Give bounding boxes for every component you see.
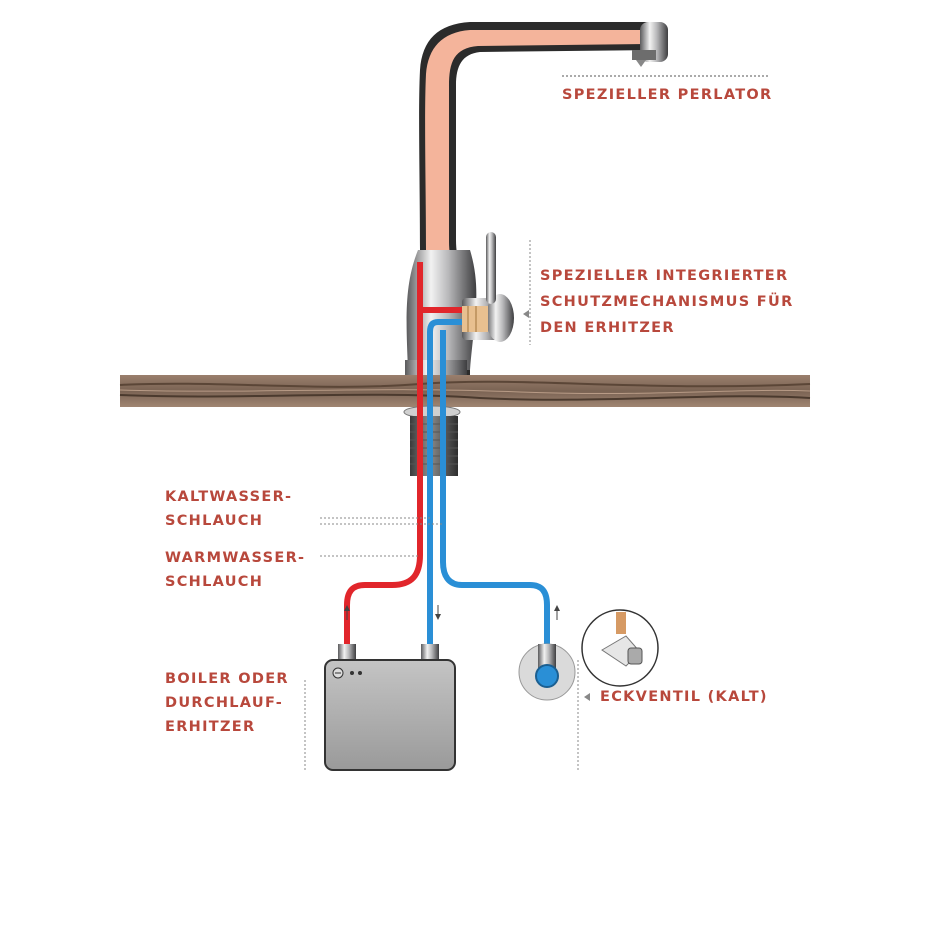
hose-leader-lines bbox=[320, 517, 443, 557]
label-protection-mechanism: SPEZIELLER INTEGRIERTER SCHUTZMECHANISMU… bbox=[540, 263, 794, 341]
label-line: SPEZIELLER INTEGRIERTER bbox=[540, 268, 789, 284]
label-angle-valve: ECKVENTIL (KALT) bbox=[600, 685, 768, 709]
countertop bbox=[119, 375, 811, 407]
cold-water-hose bbox=[427, 319, 462, 648]
arrow-up-icon bbox=[554, 605, 560, 620]
label-line: WARMWASSER- bbox=[165, 550, 306, 566]
angle-valve bbox=[518, 609, 659, 770]
cold-supply-hose bbox=[440, 330, 550, 648]
arrow-up-icon bbox=[344, 605, 350, 620]
label-boiler: BOILER ODER DURCHLAUF- ERHITZER bbox=[165, 667, 289, 739]
label-line: ERHITZER bbox=[165, 719, 256, 735]
label-line: SCHLAUCH bbox=[165, 574, 264, 590]
label-cold-hose: KALTWASSER- SCHLAUCH bbox=[165, 485, 292, 533]
label-line: SCHLAUCH bbox=[165, 513, 264, 529]
label-line: SCHUTZMECHANISMUS FÜR bbox=[540, 294, 794, 310]
label-perlator: SPEZIELLER PERLATOR bbox=[562, 83, 773, 107]
arrow-down-icon bbox=[435, 605, 441, 620]
label-line: BOILER ODER bbox=[165, 671, 289, 687]
protection-mechanism-cartridge bbox=[462, 306, 488, 332]
boiler-unit bbox=[304, 644, 456, 771]
label-line: ECKVENTIL (KALT) bbox=[600, 689, 768, 705]
label-line: KALTWASSER- bbox=[165, 489, 293, 505]
label-line: DURCHLAUF- bbox=[165, 695, 284, 711]
mechanism-pointer-icon bbox=[523, 310, 529, 318]
label-hot-hose: WARMWASSER- SCHLAUCH bbox=[165, 546, 305, 594]
label-line: DEN ERHITZER bbox=[540, 320, 675, 336]
label-line: SPEZIELLER PERLATOR bbox=[562, 87, 773, 103]
perlator-aerator-icon bbox=[562, 60, 770, 77]
hot-water-hose bbox=[344, 262, 462, 648]
